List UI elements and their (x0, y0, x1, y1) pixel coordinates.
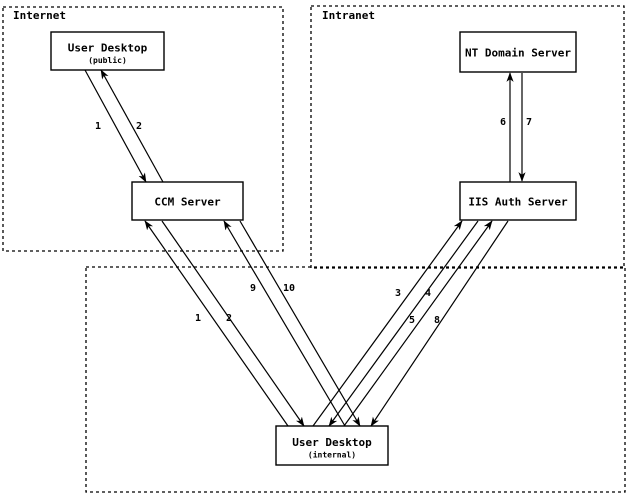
flow-label-flow-6: 6 (500, 117, 506, 128)
flow-line-flow-9 (223, 220, 346, 427)
node-box-iis-auth-server (459, 181, 577, 221)
flow-label-flow-7: 7 (526, 117, 532, 128)
node-ccm-server: CCM Server (131, 181, 244, 221)
node-title-user-desktop-internal: User Desktop (292, 436, 372, 449)
flow-label-flow-2-public: 2 (136, 121, 142, 132)
zone-label-internet: Internet (13, 9, 66, 22)
flow-line-flow-1-internal (144, 220, 289, 427)
flow-line-flow-3 (312, 220, 463, 427)
flow-label-flow-5: 5 (409, 315, 415, 326)
flow-line-flow-10 (239, 220, 361, 427)
node-box-nt-domain-server (459, 31, 577, 73)
flow-line-flow-8 (370, 220, 509, 427)
zone-internal-lan (85, 266, 626, 493)
flow-line-flow-5 (343, 220, 493, 427)
flow-label-flow-8: 8 (434, 315, 440, 326)
zone-border-internal-lan (85, 266, 626, 493)
flow-label-flow-4: 4 (425, 288, 431, 299)
zone-internet: Internet (2, 6, 284, 252)
zone-intranet: Intranet (310, 5, 625, 269)
zone-border-internet (2, 6, 284, 252)
node-box-user-desktop-internal (275, 425, 389, 466)
flow-line-flow-2-internal (161, 220, 305, 427)
node-box-user-desktop-public (50, 31, 165, 71)
flow-arrows (84, 69, 526, 427)
node-title-nt-domain-server: NT Domain Server (465, 47, 571, 60)
flow-line-flow-1-public (84, 69, 147, 183)
node-subtitle-user-desktop-internal: (internal) (308, 450, 356, 460)
node-user-desktop-internal: User Desktop(internal) (275, 425, 389, 466)
node-iis-auth-server: IIS Auth Server (459, 181, 577, 221)
zone-label-intranet: Intranet (322, 9, 375, 22)
flow-line-flow-4 (328, 220, 479, 427)
flow-label-flow-1-public: 1 (95, 121, 101, 132)
node-title-ccm-server: CCM Server (154, 196, 221, 209)
zone-border-intranet (310, 5, 625, 269)
flow-label-flow-2-internal: 2 (226, 313, 232, 324)
flow-line-flow-2-public (100, 69, 164, 183)
flow-label-flow-9: 9 (250, 283, 256, 294)
node-box-ccm-server (131, 181, 244, 221)
node-title-iis-auth-server: IIS Auth Server (468, 196, 568, 209)
zone-boundaries: Internet Intranet (2, 5, 626, 493)
node-user-desktop-public: User Desktop(public) (50, 31, 165, 71)
node-title-user-desktop-public: User Desktop (68, 42, 148, 55)
flow-label-flow-1-internal: 1 (195, 313, 201, 324)
flow-step-labels: 1 2 1 2 9 10 3 4 5 8 6 7 (95, 117, 532, 326)
node-subtitle-user-desktop-public: (public) (88, 55, 127, 65)
flow-label-flow-10: 10 (283, 283, 295, 294)
flow-label-flow-3: 3 (395, 288, 401, 299)
node-nt-domain-server: NT Domain Server (459, 31, 577, 73)
